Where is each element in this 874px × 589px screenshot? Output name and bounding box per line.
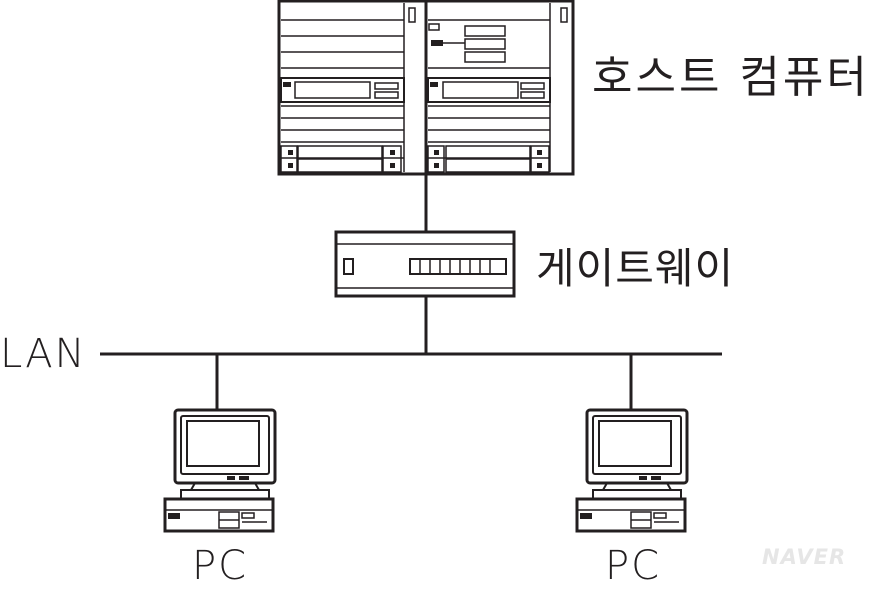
server-rack-icon [277,0,575,176]
lan-label: LAN [0,331,87,377]
host-computer-label: 호스트 컴퓨터 [592,52,870,103]
desktop-computer-icon [575,408,689,533]
pc-left-label: PC [192,543,249,589]
gateway-device-icon [334,230,516,298]
pc-right-label: PC [605,543,662,589]
gateway-label: 게이트웨이 [536,244,735,293]
desktop-computer-icon [163,408,277,533]
naver-watermark: NAVER [762,545,847,569]
